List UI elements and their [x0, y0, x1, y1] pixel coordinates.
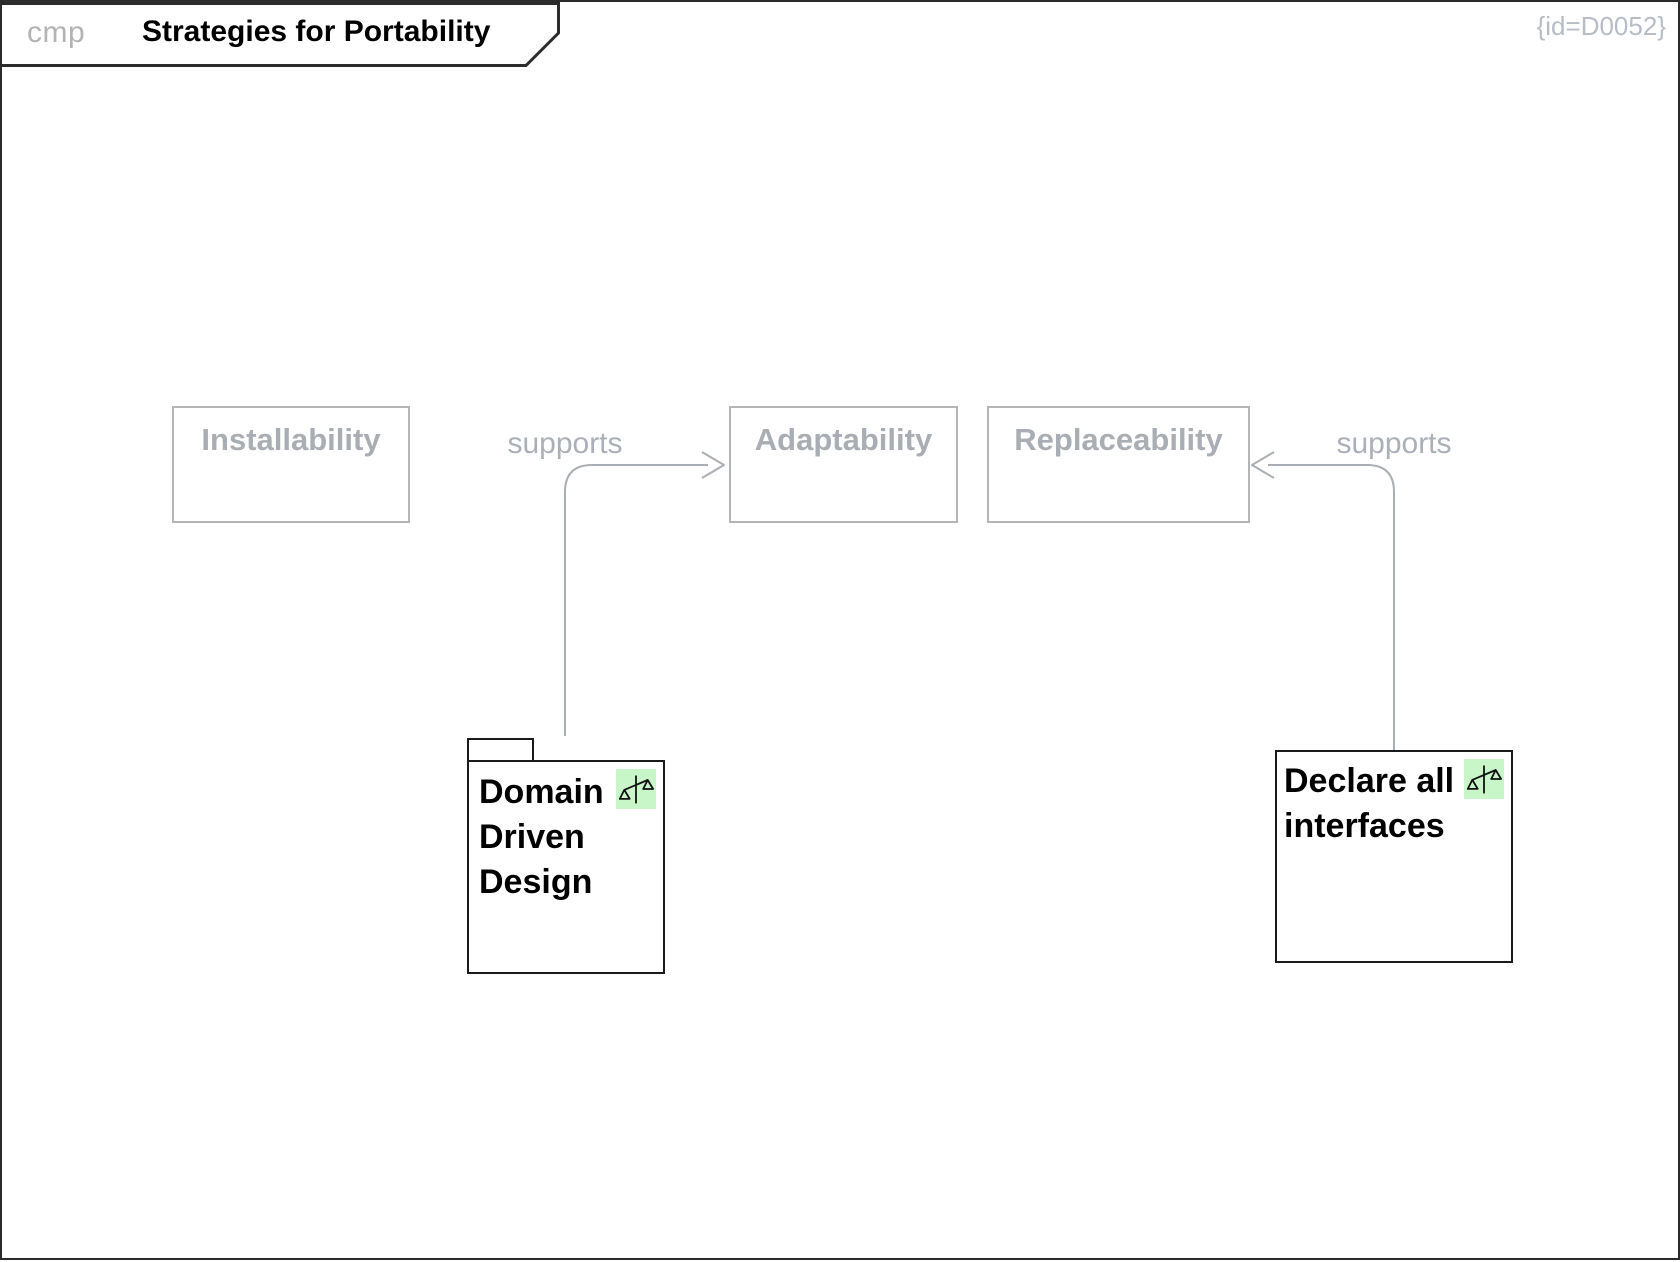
- frame-tab-shape: [2, 2, 560, 67]
- node-label-line: Design: [479, 863, 593, 901]
- balance-scale-icon: [616, 769, 656, 809]
- balance-scale-icon: [1464, 759, 1504, 799]
- package-body[interactable]: Domain Driven Design: [467, 760, 665, 974]
- node-installability[interactable]: Installability: [172, 406, 410, 523]
- node-label-line: Domain: [479, 773, 604, 811]
- node-label: Installability: [201, 422, 381, 457]
- diagram-kind-label: cmp: [27, 16, 86, 49]
- diagram-title: Strategies for Portability: [142, 15, 491, 48]
- node-label: Domain Driven Design: [479, 770, 655, 905]
- node-label-line: Declare all: [1284, 762, 1455, 800]
- node-declare-all-interfaces[interactable]: Declare all interfaces: [1275, 750, 1513, 963]
- connector-supports-replaceability: [1268, 464, 1395, 750]
- connector-label-supports-right: supports: [1336, 427, 1452, 460]
- diagram-id-note: {id=D0052}: [1536, 11, 1666, 41]
- connector-supports-adaptability: [564, 464, 708, 736]
- package-tab: [467, 738, 534, 763]
- node-label: Declare all interfaces: [1284, 759, 1503, 849]
- node-adaptability[interactable]: Adaptability: [729, 406, 958, 523]
- node-label: Replaceability: [1014, 422, 1223, 457]
- frame-title-tab: cmp Strategies for Portability: [2, 2, 564, 68]
- node-label-line: interfaces: [1284, 807, 1445, 845]
- node-label: Adaptability: [754, 422, 933, 457]
- connector-label-supports-left: supports: [507, 427, 623, 460]
- node-replaceability[interactable]: Replaceability: [987, 406, 1250, 523]
- node-label-line: Driven: [479, 818, 585, 856]
- arrowhead-supports-adaptability: [701, 451, 725, 479]
